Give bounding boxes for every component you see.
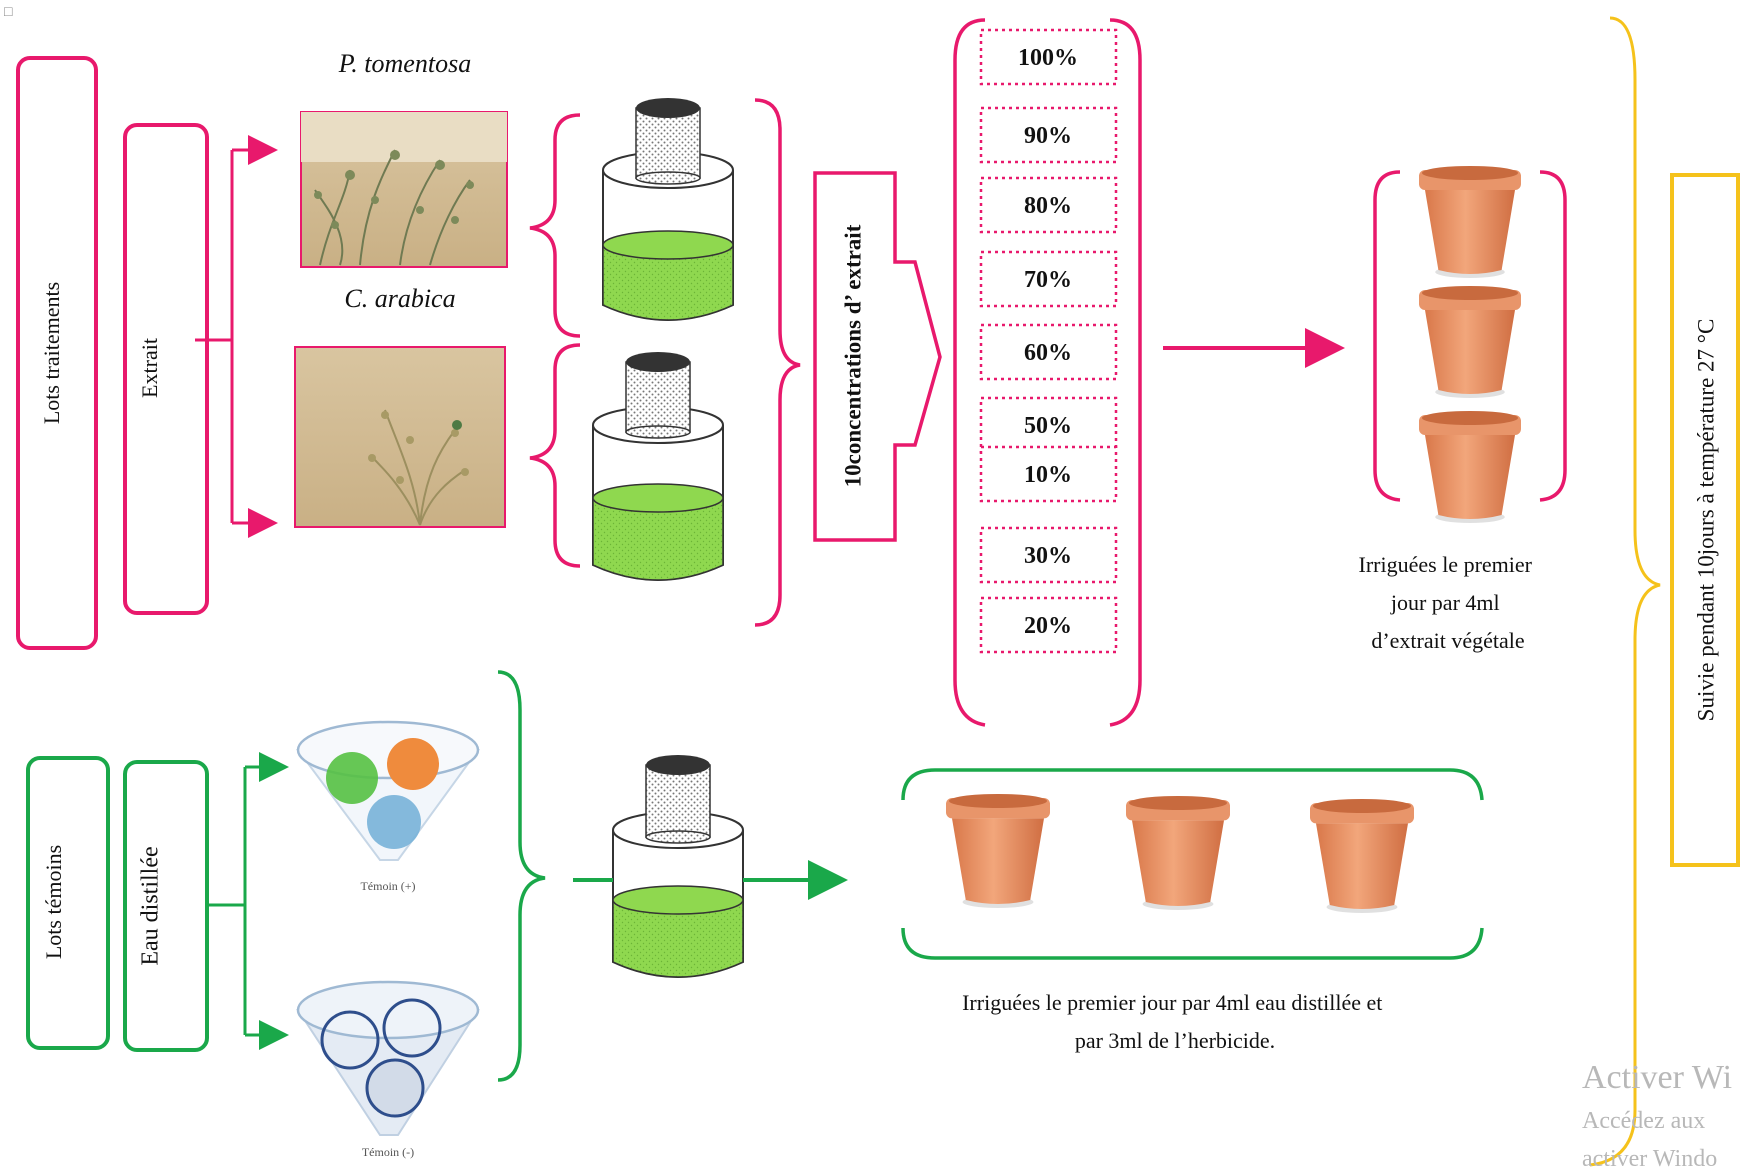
extract-branch-connector (195, 135, 278, 538)
concentration-value: 30% (1024, 543, 1072, 569)
concentration-list: 100% 90% 80% 70% 60% 50% 10% 30% 20% (979, 28, 1118, 654)
concentration-box: 50% (979, 396, 1118, 454)
concentration-box: 80% (979, 176, 1118, 234)
extract-bottle-2 (592, 352, 724, 581)
flower-pot-icon (946, 794, 1050, 908)
control-pot-group (946, 794, 1414, 913)
windows-activation-watermark: Activer Wi Accédez aux activer Windo (1582, 1059, 1732, 1172)
flower-pot-icon (1419, 286, 1521, 398)
follow-up-label: Suivie pendant 10jours à température 27 … (1693, 319, 1718, 722)
distilled-water-box: Eau distillée (123, 760, 209, 1052)
concentration-box: 70% (979, 250, 1118, 308)
concentrations-label: 10concentrations d’ extrait (840, 224, 865, 487)
concentration-box: 60% (979, 323, 1118, 381)
treatment-pot-group (1419, 166, 1521, 523)
control-positive-label: Témoin (+) (360, 879, 415, 893)
concentration-box: 100% (979, 28, 1118, 86)
follow-up-brace (1589, 16, 1661, 1167)
concentration-value: 60% (1024, 340, 1072, 366)
control-brace (497, 670, 546, 1082)
concentration-box: 20% (979, 596, 1118, 654)
concentration-value: 80% (1024, 193, 1072, 219)
concentration-value: 10% (1024, 462, 1072, 488)
follow-up-box: Suivie pendant 10jours à température 27 … (1670, 173, 1740, 867)
control-pots-caption: Irriguées le premier jour par 4ml eau di… (962, 990, 1388, 1053)
concentration-panel-brace (953, 18, 1142, 727)
treatment-lots-box: Lots traitements (16, 56, 98, 650)
watermark-line-1: Activer Wi (1582, 1059, 1732, 1096)
control-bottle (612, 755, 744, 978)
treatment-pots-caption-line-1: Irriguées le premier (1359, 552, 1533, 577)
extract-label: Extrait (137, 338, 162, 398)
control-pots-bracket (901, 768, 1484, 960)
flower-pot-icon (1310, 799, 1414, 913)
control-lots-label: Lots témoins (41, 845, 66, 959)
treatment-pots-caption-line-2: jour par 4ml (1390, 590, 1500, 615)
control-negative-label: Témoin (-) (362, 1145, 414, 1159)
distilled-water-label: Eau distillée (138, 846, 164, 965)
control-lots-box: Lots témoins (26, 756, 110, 1050)
bottle-braces (529, 98, 801, 627)
extract-bottle-1 (602, 98, 734, 321)
concentration-value: 50% (1024, 413, 1072, 439)
plant-photo-p-tomentosa (300, 111, 508, 268)
plant-photo-c-arabica (294, 346, 506, 528)
control-pots-caption-line-1: Irriguées le premier jour par 4ml eau di… (962, 990, 1382, 1015)
control-pots-caption-line-2: par 3ml de l’herbicide. (1075, 1028, 1275, 1053)
concentrations-arrow: 10concentrations d’ extrait (813, 171, 942, 542)
corner-mark: □ (4, 5, 13, 20)
watermark-line-2: Accédez aux (1582, 1108, 1705, 1134)
watermark-line-3: activer Windo (1582, 1146, 1717, 1172)
treatment-pots-caption-line-3: d’extrait végétale (1371, 628, 1524, 653)
concentration-box: 90% (979, 106, 1118, 164)
control-positive-cone (296, 720, 480, 861)
treatment-lots-label: Lots traitements (39, 282, 64, 424)
flower-pot-icon (1126, 796, 1230, 910)
treatment-pots-brackets (1373, 170, 1567, 502)
concentration-value: 90% (1024, 123, 1072, 149)
species-name-c-arabica: C. arabica (344, 284, 455, 313)
concentration-value: 20% (1024, 613, 1072, 639)
concentration-value: 100% (1018, 45, 1078, 71)
species-name-p-tomentosa: P. tomentosa (338, 49, 471, 78)
concentration-box: 10% (979, 445, 1118, 503)
flower-pot-icon (1419, 411, 1521, 523)
flower-pot-icon (1419, 166, 1521, 278)
control-branch-connector (207, 752, 289, 1050)
treatment-pots-caption: Irriguées le premier jour par 4ml d’extr… (1359, 552, 1538, 653)
extract-box: Extrait (123, 123, 209, 615)
control-negative-cone (296, 980, 480, 1136)
concentration-value: 70% (1024, 267, 1072, 293)
concentration-box: 30% (979, 526, 1118, 584)
